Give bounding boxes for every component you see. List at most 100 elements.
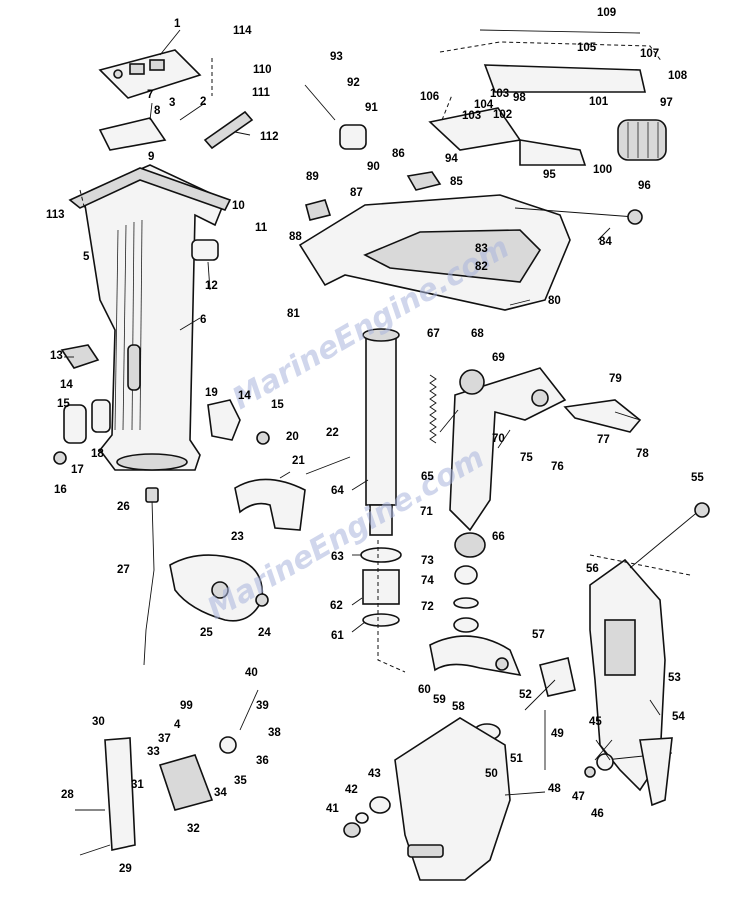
callout-70: 70 [492,433,505,445]
callout-101: 101 [589,96,609,108]
callout-96: 96 [638,180,651,192]
callout-80: 80 [548,295,561,307]
callout-73: 73 [421,555,434,567]
callout-8: 8 [154,105,161,117]
callout-38: 38 [268,727,281,739]
callout-99: 99 [180,700,193,712]
callout-60: 60 [418,684,431,696]
callout-114: 114 [233,25,252,37]
callout-85: 85 [450,176,463,188]
callout-10: 10 [232,200,245,212]
callout-95: 95 [543,169,556,181]
callout-65: 65 [421,471,434,483]
steering-rod [514,207,643,225]
stud-part [504,791,546,796]
callout-108: 108 [668,70,688,82]
switch-part [60,344,100,369]
callout-75: 75 [520,452,533,464]
callout-59: 59 [433,694,446,706]
callout-15a: 15 [57,398,70,410]
ring-parts [429,635,522,677]
callout-79: 79 [609,373,622,385]
clamp-screw-right [584,502,710,807]
callout-36: 36 [256,755,269,767]
callout-63: 63 [331,551,344,563]
callout-82: 82 [475,261,488,273]
callout-86: 86 [392,148,405,160]
callout-111: 111 [252,87,271,99]
solenoid-part [191,239,219,261]
callout-26: 26 [117,501,130,513]
leader-lines [64,29,661,761]
callout-91: 91 [365,102,378,114]
callout-14a: 14 [60,379,73,391]
callout-64: 64 [331,485,344,497]
callout-25: 25 [200,627,213,639]
callout-40: 40 [245,667,258,679]
tiller-handle [428,107,667,166]
gasket-part [98,49,202,99]
callout-30: 30 [92,716,105,728]
callout-52: 52 [519,689,532,701]
exhaust-cover-parts [169,478,306,622]
pivot-parts [304,84,442,221]
callout-61: 61 [331,630,344,642]
callout-16: 16 [54,484,67,496]
callout-24: 24 [258,627,271,639]
handle-parts [524,679,556,770]
callout-77: 77 [597,434,610,446]
callout-55: 55 [691,472,704,484]
callout-83: 83 [475,243,488,255]
callout-78: 78 [636,448,649,460]
callout-labels: 1 2 3 4 5 6 7 8 9 10 11 12 13 14 14 15 1… [46,7,704,875]
callout-22: 22 [326,427,339,439]
callout-7: 7 [147,89,153,101]
tilt-lever [563,399,642,433]
throttle-arm [479,29,647,93]
callout-50: 50 [485,768,498,780]
callout-4: 4 [174,719,181,731]
lever-part [203,110,254,150]
callout-6: 6 [200,314,206,326]
callout-9: 9 [148,151,154,163]
callout-72: 72 [421,601,434,613]
callout-87: 87 [350,187,363,199]
steering-bracket [298,194,571,311]
callout-109: 109 [597,7,616,19]
shift-bracket [75,689,259,856]
callout-103a: 103 [490,88,509,100]
callout-48: 48 [548,783,561,795]
callout-93: 93 [330,51,343,63]
callout-57: 57 [532,629,545,641]
callout-47: 47 [572,791,585,803]
swivel-tube [362,328,400,536]
callout-102: 102 [493,109,512,121]
callout-39: 39 [256,700,269,712]
callout-14b: 14 [238,390,251,402]
callout-33: 33 [147,746,160,758]
bushing-parts [360,532,486,633]
clip-part [207,399,270,445]
watermark-lower: MarineEngine.com [202,440,491,627]
callout-18: 18 [91,448,104,460]
callout-105: 105 [577,42,597,54]
shift-rod-part [143,487,159,666]
clamp-bracket-right [589,558,666,792]
callout-58: 58 [452,701,465,713]
callout-34: 34 [214,787,227,799]
callout-92: 92 [347,77,360,89]
callout-71: 71 [420,506,433,518]
callout-107: 107 [640,48,659,60]
callout-94: 94 [445,153,458,165]
callout-98: 98 [513,92,526,104]
callout-17: 17 [71,464,84,476]
callout-19: 19 [205,387,218,399]
callout-100: 100 [593,164,612,176]
clamp-bracket-left [394,717,511,881]
callout-12: 12 [205,280,218,292]
callout-45: 45 [589,716,602,728]
callout-32: 32 [187,823,200,835]
callout-104: 104 [474,99,494,111]
callout-103b: 103 [462,110,481,122]
